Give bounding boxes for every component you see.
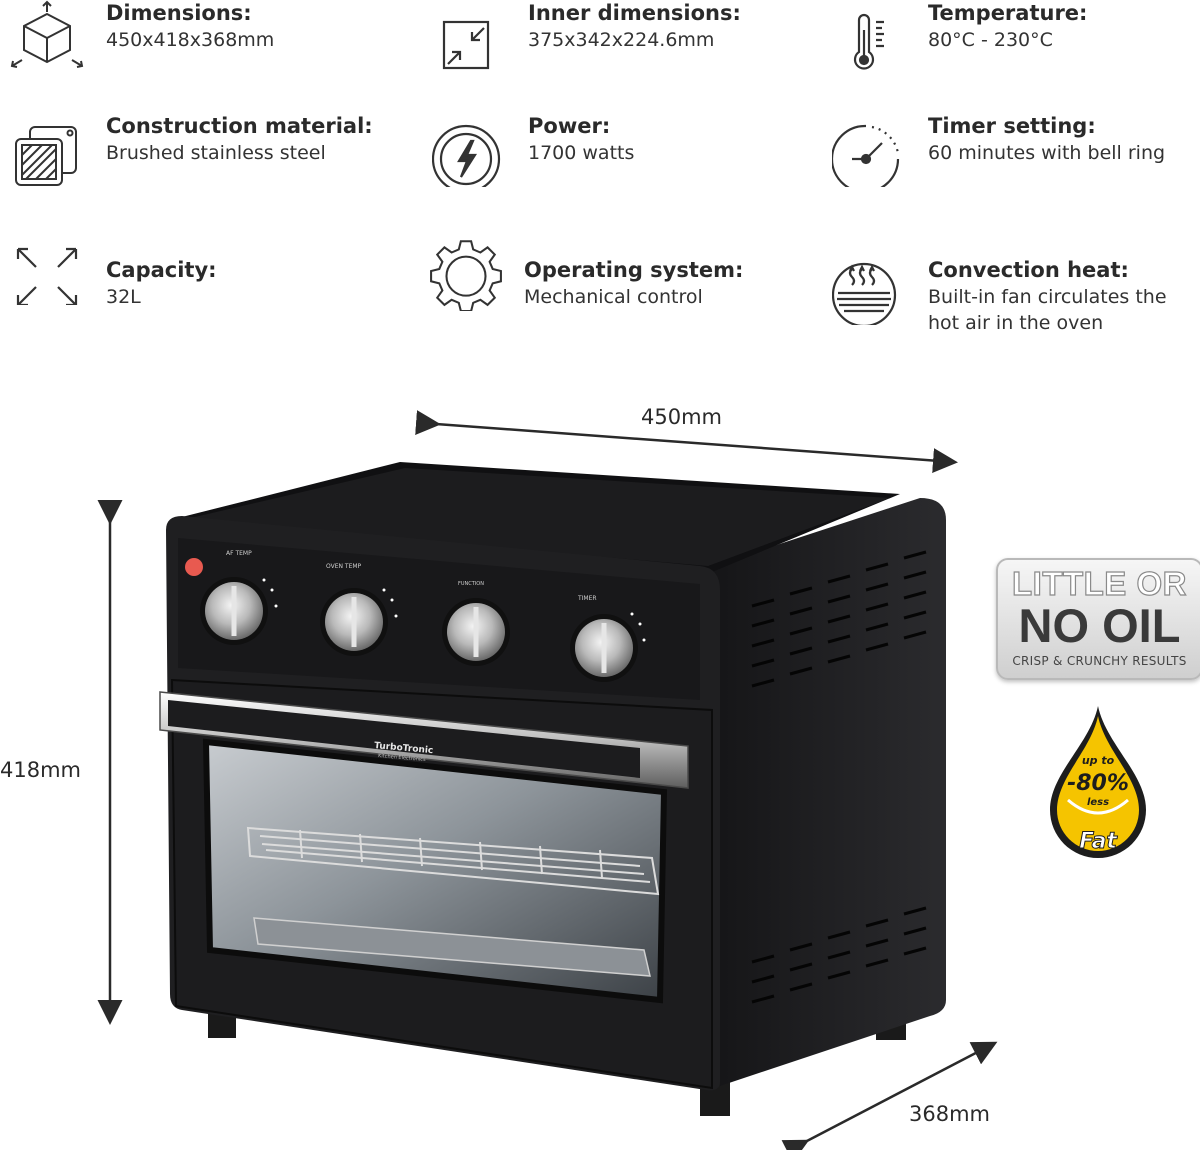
spec-value: 80°C - 230°C xyxy=(928,29,1053,51)
gear-icon xyxy=(430,240,502,311)
cube-icon xyxy=(10,0,84,68)
oven-temp-knob[interactable] xyxy=(320,588,388,656)
function-label: FUNCTION xyxy=(458,581,484,587)
thermometer-icon xyxy=(853,13,884,70)
spec-title: Operating system: xyxy=(524,258,744,282)
af-temp-label: AF TEMP xyxy=(226,550,252,557)
timer-knob[interactable] xyxy=(570,614,638,682)
oil-badge-line2: NO OIL xyxy=(1018,599,1181,652)
spec-title: Convection heat: xyxy=(928,258,1129,282)
spec-value: 375x342x224.6mm xyxy=(528,29,715,51)
spec-value: Mechanical control xyxy=(524,286,703,308)
timer-label: TIMER xyxy=(577,595,597,602)
oil-badge-line1: LITTLE OR xyxy=(1011,565,1187,602)
little-or-no-oil-badge: LITTLE OR NO OIL CRISP & CRUNCHY RESULTS xyxy=(996,558,1200,680)
fat-badge-line3: less xyxy=(1087,797,1109,808)
oven-temp-label: OVEN TEMP xyxy=(326,563,362,570)
spec-value: 60 minutes with bell ring xyxy=(928,142,1166,164)
spec-value: 450x418x368mm xyxy=(106,29,275,51)
fat-badge-line2: -80% xyxy=(1067,771,1129,796)
timer-icon xyxy=(832,124,900,187)
function-knob[interactable] xyxy=(442,598,510,666)
spec-title: Inner dimensions: xyxy=(528,1,741,25)
spec-value: 1700 watts xyxy=(528,142,635,164)
spec-title: Power: xyxy=(528,114,611,138)
spec-title: Capacity: xyxy=(106,258,217,282)
spec-value: Built-in fan circulates the hot air in t… xyxy=(928,286,1167,334)
power-indicator-light xyxy=(185,558,203,576)
height-dimension-label: 418mm xyxy=(0,758,81,782)
expand-arrows-icon xyxy=(16,247,78,305)
spec-value: Brushed stainless steel xyxy=(106,142,326,164)
depth-arrow xyxy=(781,1041,998,1150)
fat-badge-line4: Fat xyxy=(1079,829,1118,854)
brand-subtitle: Kitchen Electronics xyxy=(378,753,426,763)
fat-badge-line1: up to xyxy=(1082,754,1115,767)
spec-title: Dimensions: xyxy=(106,1,252,25)
spec-title: Construction material: xyxy=(106,114,373,138)
lightning-icon xyxy=(432,124,501,187)
af-temp-knob[interactable] xyxy=(200,577,268,645)
spec-title: Timer setting: xyxy=(928,114,1096,138)
steel-plate-icon xyxy=(15,126,77,186)
oil-badge-line3: CRISP & CRUNCHY RESULTS xyxy=(1012,654,1187,668)
less-fat-drop-badge: up to -80% less Fat xyxy=(1050,706,1146,858)
spec-value: 32L xyxy=(106,286,141,308)
convection-heat-icon xyxy=(832,262,897,325)
width-arrow xyxy=(415,410,958,474)
spec-title: Temperature: xyxy=(928,1,1088,25)
compress-arrows-icon xyxy=(442,20,490,70)
